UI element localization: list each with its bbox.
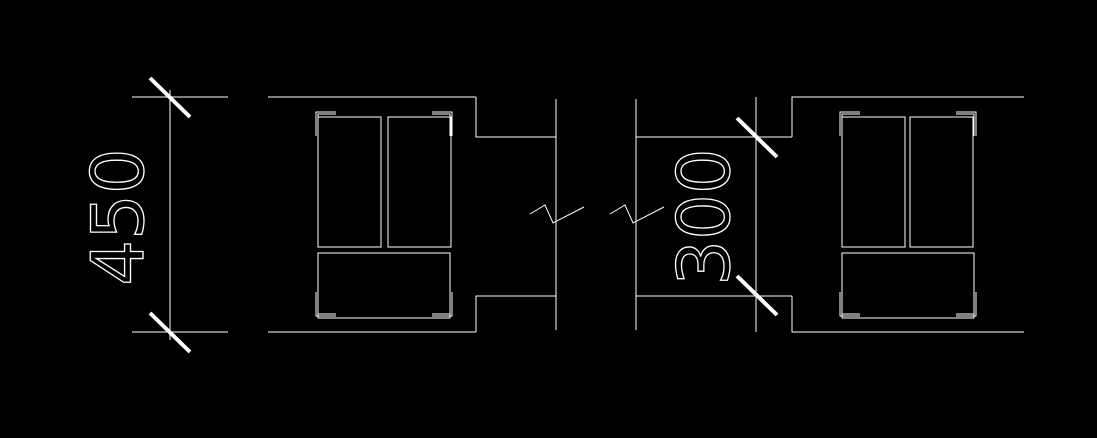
- left-dimension-text: 450: [76, 148, 160, 285]
- left-dimension: 450: [75, 76, 228, 354]
- left-hook-bottom-right: [432, 292, 453, 317]
- right-beam-step-bottom: [791, 296, 1024, 333]
- right-rebar-cage: [839, 111, 977, 319]
- right-beam-section: [609, 96, 1024, 333]
- right-stirrup-bottom: [841, 252, 975, 319]
- left-break-symbol: [529, 204, 585, 224]
- right-beam-step-top: [791, 96, 1024, 137]
- left-dimension-tick-bottom: [148, 311, 192, 354]
- left-hook-top-right: [432, 111, 453, 136]
- right-hook-bottom-left: [839, 292, 860, 317]
- right-stirrup-top-left: [841, 116, 906, 248]
- left-dimension-tick-top: [148, 76, 192, 119]
- right-hook-bottom-right: [956, 292, 977, 317]
- right-dimension-tick-top: [735, 116, 779, 159]
- right-dimension: 300: [661, 97, 779, 332]
- left-beam-step-top: [475, 97, 556, 138]
- left-stirrup-top-right: [387, 116, 452, 248]
- right-hook-top-left: [839, 111, 860, 136]
- left-rebar-cage: [315, 111, 453, 319]
- right-hook-top-right: [956, 111, 977, 136]
- left-beam-step-bottom: [475, 295, 556, 332]
- right-break-symbol: [609, 204, 665, 224]
- left-stirrup-bottom: [317, 252, 451, 319]
- right-dimension-text: 300: [662, 148, 746, 285]
- left-stirrup-top-left: [317, 116, 382, 248]
- right-stirrup-top-right: [909, 116, 974, 248]
- left-beam-section: [268, 96, 585, 333]
- left-hook-top-left: [315, 111, 336, 136]
- left-hook-bottom-left: [315, 292, 336, 317]
- right-dimension-tick-bottom: [735, 274, 779, 317]
